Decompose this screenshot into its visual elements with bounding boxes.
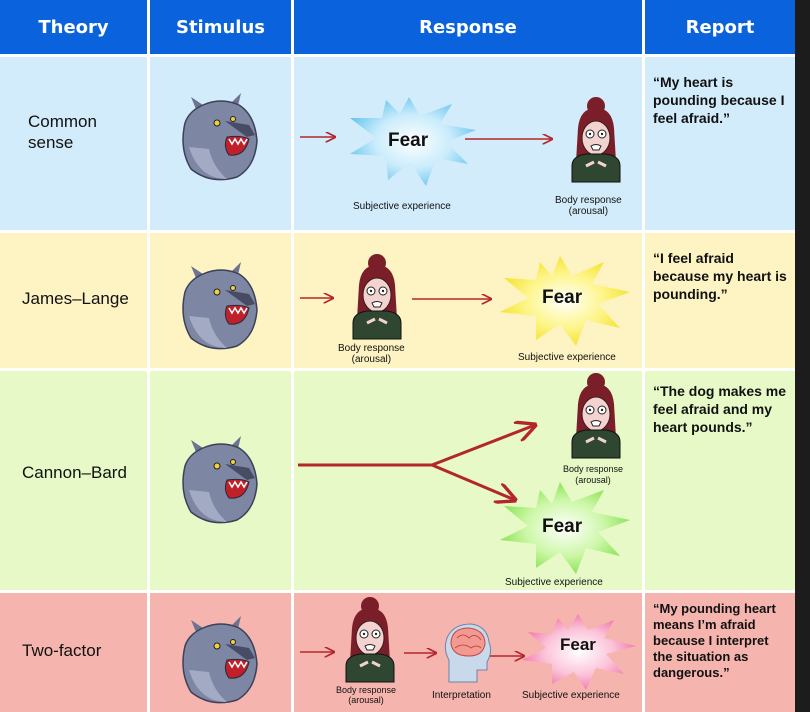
interpretation-caption: Interpretation	[432, 690, 491, 701]
row-two-factor-theory-cell: Two-factor	[0, 593, 147, 712]
body-response-caption: Body response (arousal)	[563, 464, 623, 486]
header-report: Report	[645, 0, 795, 54]
wolf-stimulus-icon	[182, 92, 258, 181]
header-response: Response	[294, 0, 642, 54]
subjective-experience-caption: Subjective experience	[522, 690, 620, 701]
fear-label: Fear	[388, 130, 429, 151]
theory-label: Common sense	[28, 111, 97, 153]
body-response-line2: (arousal)	[575, 475, 611, 485]
body-response-line2: (arousal)	[348, 695, 384, 705]
fear-label: Fear	[542, 287, 583, 308]
subjective-experience-caption: Subjective experience	[353, 201, 451, 212]
row-cannon-bard-theory-cell: Cannon–Bard	[0, 371, 147, 590]
body-response-person-icon	[344, 595, 396, 684]
wolf-stimulus-icon	[182, 435, 258, 524]
fear-burst-pink	[522, 614, 636, 690]
subjective-experience-caption: Subjective experience	[505, 577, 603, 588]
body-response-line1: Body response	[563, 464, 624, 474]
body-response-line1: Body response	[555, 195, 622, 206]
body-response-caption: Body response (arousal)	[555, 195, 622, 217]
body-response-line2: (arousal)	[568, 206, 609, 217]
fear-burst-yellow	[500, 256, 630, 346]
fear-label: Fear	[542, 516, 583, 537]
body-response-person-icon	[570, 95, 622, 184]
row-common-sense-theory-cell: Common sense	[0, 57, 147, 230]
wolf-stimulus-icon	[182, 261, 258, 350]
fear-label: Fear	[560, 635, 596, 654]
row-common-sense-report: “My heart is pounding because I feel afr…	[645, 57, 795, 230]
fear-burst-blue	[350, 97, 476, 186]
row-james-lange-report: “I feel afraid because my heart is pound…	[645, 233, 795, 368]
arrow-to-fear	[431, 463, 515, 500]
arrow-to-body	[431, 425, 535, 467]
body-response-line1: Body response	[336, 685, 397, 695]
theory-label-line1: Common	[28, 112, 97, 131]
fear-burst-green	[500, 482, 630, 574]
theory-label: James–Lange	[22, 289, 129, 308]
body-response-caption: Body response (arousal)	[338, 343, 405, 365]
row-two-factor-report: “My pounding heart means I’m afraid beca…	[645, 593, 795, 712]
row-cannon-bard-report: “The dog makes me feel afraid and my hea…	[645, 371, 795, 590]
body-response-person-icon	[351, 252, 403, 341]
subjective-experience-caption: Subjective experience	[518, 352, 616, 363]
header-stimulus: Stimulus	[150, 0, 291, 54]
row-james-lange-theory-cell: James–Lange	[0, 233, 147, 368]
theory-label-line2: sense	[28, 133, 74, 152]
theory-label: Two-factor	[22, 641, 102, 660]
brain-head-icon	[444, 623, 492, 683]
body-response-line2: (arousal)	[351, 354, 392, 365]
body-response-person-icon	[570, 371, 622, 460]
theory-label: Cannon–Bard	[22, 463, 127, 482]
body-response-line1: Body response	[338, 343, 405, 354]
header-theory: Theory	[0, 0, 147, 54]
body-response-caption: Body response (arousal)	[336, 685, 396, 705]
wolf-stimulus-icon	[182, 615, 258, 704]
